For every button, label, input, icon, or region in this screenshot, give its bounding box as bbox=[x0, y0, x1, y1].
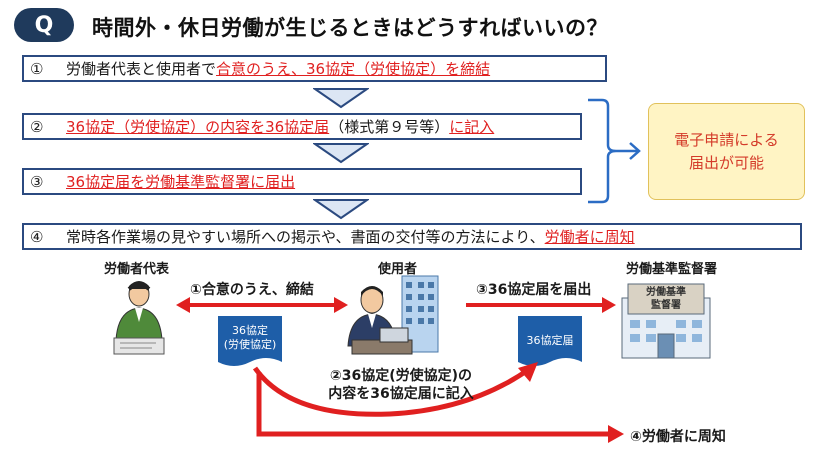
step-2-box: ② 36協定（労使協定）の内容を36協定届 （様式第９号等） に記入 bbox=[22, 113, 582, 140]
step-number: ③ bbox=[30, 172, 44, 191]
step-1-box: ① 労働者代表と使用者で 合意のうえ、36協定（労使協定）を締結 bbox=[22, 55, 607, 82]
step-highlight: に記入 bbox=[449, 118, 495, 136]
arrow-head-right-icon bbox=[608, 425, 624, 443]
fill-form-line-2: 内容を36協定届に記入 bbox=[328, 386, 474, 402]
form-document-icon bbox=[518, 316, 582, 366]
step-highlight: 労働者に周知 bbox=[544, 228, 635, 246]
labor-office-building-icon bbox=[621, 283, 711, 359]
step-highlight: 36協定（労使協定）の内容を36協定届 bbox=[66, 118, 330, 136]
worker-representative-icon bbox=[113, 281, 165, 355]
arrow-head-right-icon bbox=[334, 297, 348, 313]
submit-label: ③36協定届を届出 bbox=[476, 282, 592, 298]
question-badge: Q bbox=[14, 8, 74, 42]
down-chevron-icon bbox=[313, 143, 369, 164]
bracket-arrow-icon bbox=[588, 98, 641, 204]
arrow-head-right-icon bbox=[602, 297, 616, 313]
fill-form-line-1: ②36協定(労使協定)の bbox=[329, 368, 473, 384]
step-highlight: 36協定届を労働基準監督署に届出 bbox=[66, 173, 296, 191]
fill-form-arrow bbox=[252, 366, 530, 417]
step-number: ② bbox=[30, 117, 44, 136]
step-4-box: ④ 常時各作業場の見やすい場所への掲示や、書面の交付等の方法により、 労働者に周… bbox=[22, 223, 802, 250]
step-text: （様式第９号等） bbox=[329, 118, 450, 136]
agreement-doc-line-2: (労使協定) bbox=[223, 338, 277, 351]
note-line-1: 電子申請による bbox=[674, 131, 779, 149]
step-number: ④ bbox=[30, 227, 44, 246]
e-filing-note: 電子申請による 届出が可能 bbox=[648, 103, 805, 200]
employer-label: 使用者 bbox=[378, 262, 418, 277]
page-title: 時間外・休日労働が生じるときはどうすればいいの？ bbox=[92, 16, 608, 40]
arrow-head-left-icon bbox=[176, 297, 190, 313]
step-3-box: ③ 36協定届を労働基準監督署に届出 bbox=[22, 168, 582, 195]
form-document-label: 36協定届 bbox=[526, 334, 574, 347]
agreement-document-label: 36協定 (労使協定) bbox=[218, 324, 282, 352]
down-chevron-icon bbox=[313, 88, 369, 109]
worker-rep-label: 労働者代表 bbox=[104, 262, 170, 277]
down-chevron-icon bbox=[313, 199, 369, 220]
notify-label: ④労働者に周知 bbox=[630, 429, 726, 445]
office-sign-line-1: 労働基準 bbox=[646, 287, 686, 298]
step-highlight: 合意のうえ、36協定（労使協定）を締結 bbox=[216, 60, 491, 78]
fill-form-label: ②36協定(労使協定)の 内容を36協定届に記入 bbox=[306, 367, 496, 403]
arrow-head-curve-icon bbox=[518, 362, 538, 382]
employer-icon bbox=[347, 275, 439, 355]
notify-arrow bbox=[256, 372, 612, 437]
labor-office-label: 労働基準監督署 bbox=[626, 262, 718, 277]
step-text: 労働者代表と使用者で bbox=[66, 60, 217, 78]
note-line-2: 届出が可能 bbox=[688, 153, 764, 172]
office-sign-line-2: 監督署 bbox=[651, 300, 681, 311]
agreement-doc-line-1: 36協定 bbox=[232, 324, 268, 337]
step-number: ① bbox=[30, 59, 44, 78]
agreement-document-icon bbox=[218, 316, 282, 366]
agree-label: ①合意のうえ、締結 bbox=[190, 282, 314, 298]
office-sign: 労働基準 監督署 bbox=[634, 286, 698, 312]
step-text: 常時各作業場の見やすい場所への掲示や、書面の交付等の方法により、 bbox=[66, 228, 545, 246]
